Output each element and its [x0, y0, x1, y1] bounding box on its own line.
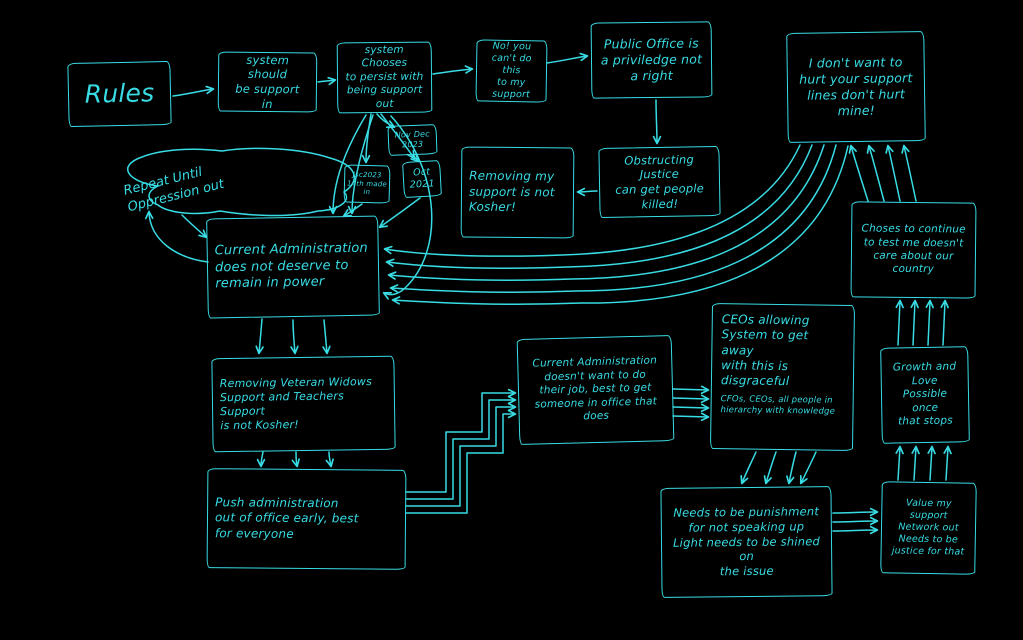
node-jsc[interactable]: Jsc2023 14th made in: [343, 164, 391, 204]
node-needs-punishment-label: Needs to be punishment for not speaking …: [672, 504, 821, 579]
node-system-should-label: system should be support in: [235, 52, 300, 111]
node-system-chooses[interactable]: system Chooses to persist with being sup…: [336, 41, 433, 114]
node-current-admin2-label: Current Administration doesn't want to d…: [532, 354, 658, 423]
node-dont-want[interactable]: I don't want to hurt your support lines …: [786, 31, 926, 143]
repeat-cloud-outline: [127, 147, 355, 217]
node-needs-punishment[interactable]: Needs to be punishment for not speaking …: [660, 486, 833, 598]
node-nov-dec-label: Nov Dec 2023: [394, 129, 430, 150]
node-no-cant-label: No! you can't do this to my support: [491, 40, 532, 101]
arrow-veteran-down-3: [325, 451, 334, 468]
arrow-chooses-to-jsc: [361, 113, 372, 164]
arrow-jsc-to-current-admin: [342, 203, 363, 218]
arrow-value-up-1: [895, 445, 904, 481]
node-oct-label: Oct 2021: [409, 166, 436, 191]
arrow-zigzag-2: [405, 395, 517, 500]
node-nov-dec[interactable]: Nov Dec 2023: [387, 124, 438, 156]
arrow-punish-right-2: [832, 516, 879, 526]
node-growth-love[interactable]: Growth and Love Possible once that stops: [880, 346, 970, 444]
arrow-admin-down-1: [255, 318, 264, 355]
node-ceos-label: CEOs allowing System to get away with th…: [720, 312, 810, 389]
arrow-bundle-4: [389, 144, 837, 293]
node-public-office-label: Public Office is a priviledge not a righ…: [600, 35, 703, 84]
arrow-obstructing-to-removing-support: [576, 187, 598, 197]
arrow-ceos-down-4: [799, 451, 817, 485]
node-current-admin[interactable]: Current Administration does not deserve …: [206, 215, 380, 319]
arrow-chooses-to-current-admin-2: [347, 114, 374, 215]
node-obstructing[interactable]: Obstructing Justice can get people kille…: [598, 145, 721, 219]
node-value-support-label: Value my support Network out Needs to be…: [891, 497, 965, 558]
arrow-novdec-to-oct: [410, 153, 420, 163]
arrow-veteran-down-1: [256, 451, 266, 468]
arrow-growth-up-2: [910, 299, 919, 346]
arrow-current-admin-to-cloud: [144, 210, 209, 263]
node-current-admin-label: Current Administration does not deserve …: [214, 240, 369, 292]
node-system-chooses-label: system Chooses to persist with being sup…: [345, 43, 424, 110]
arrow-chooses-to-novdec: [376, 113, 396, 129]
node-dont-want-label: I don't want to hurt your support lines …: [799, 54, 913, 119]
arrow-zigzag-4: [405, 409, 517, 514]
arrow-choses-up-1: [848, 144, 869, 202]
arrow-value-up-2: [911, 445, 920, 481]
arrow-choses-up-3: [885, 144, 901, 202]
arrow-bundle-5: [391, 145, 849, 305]
node-jsc-label: Jsc2023 14th made in: [346, 170, 388, 197]
arrow-value-up-4: [943, 445, 952, 481]
node-value-support[interactable]: Value my support Network out Needs to be…: [880, 481, 977, 575]
arrow-bundle-3: [387, 144, 825, 281]
arrow-admin-down-3: [322, 319, 331, 355]
arrow-chooses-to-current-admin-1: [328, 114, 367, 215]
arrow-chooses-to-no-cant: [432, 65, 474, 75]
arrow-admin2-ceos-3: [672, 403, 710, 413]
arrow-growth-up-3: [925, 299, 934, 346]
arrow-punish-right-3: [832, 525, 879, 535]
arrow-ceos-down-3: [786, 451, 797, 485]
arrow-no-cant-to-public-office: [546, 52, 589, 64]
node-choses-continue-label: Choses to continue to test me doesn't ca…: [861, 222, 966, 276]
arrow-ceos-down-2: [763, 451, 777, 485]
arrow-admin2-ceos-4: [672, 412, 710, 422]
arrow-oct-to-current-admin: [378, 197, 421, 229]
arrow-admin2-ceos-2: [672, 394, 710, 404]
arrow-bundle-2: [385, 144, 813, 269]
arrow-public-office-to-obstructing: [652, 99, 662, 145]
arrow-punish-right-1: [832, 507, 879, 517]
arrow-bundle-1: [383, 144, 801, 257]
node-rules-label: Rules: [84, 78, 155, 109]
node-obstructing-label: Obstructing Justice can get people kille…: [615, 151, 705, 212]
node-oct[interactable]: Oct 2021: [402, 160, 442, 198]
node-rules[interactable]: Rules: [67, 60, 172, 128]
node-no-cant[interactable]: No! you can't do this to my support: [475, 39, 548, 103]
node-public-office[interactable]: Public Office is a priviledge not a righ…: [590, 21, 713, 99]
node-system-should[interactable]: system should be support in: [217, 51, 318, 113]
node-ceos-sublabel: CFOs, CEOs, all people in hierarchy with…: [720, 393, 836, 417]
arrow-growth-up-4: [940, 299, 949, 346]
arrow-zigzag-3: [405, 402, 517, 507]
node-push-admin[interactable]: Push administration out of office early,…: [206, 468, 407, 570]
node-ceos[interactable]: CEOs allowing System to get away with th…: [709, 303, 856, 451]
arrow-value-up-3: [927, 445, 936, 481]
node-removing-support[interactable]: Removing my support is not Kosher!: [460, 146, 575, 239]
node-push-admin-label: Push administration out of office early,…: [214, 495, 359, 541]
arrow-ceos-down-1: [740, 451, 757, 485]
arrow-growth-up-1: [895, 299, 904, 346]
node-removing-veteran-label: Removing Veteran Widows Support and Teac…: [219, 374, 373, 433]
arrow-system-should-to-chooses: [317, 76, 337, 86]
arrow-veteran-down-2: [291, 451, 300, 468]
node-removing-support-label: Removing my support is not Kosher!: [468, 169, 555, 215]
node-current-admin2[interactable]: Current Administration doesn't want to d…: [516, 334, 675, 446]
node-choses-continue[interactable]: Choses to continue to test me doesn't ca…: [850, 201, 977, 299]
arrow-zigzag-1: [405, 388, 517, 493]
arrow-choses-up-2: [866, 144, 885, 202]
arrow-rules-to-system-should: [172, 85, 215, 97]
node-removing-veteran[interactable]: Removing Veteran Widows Support and Teac…: [211, 355, 396, 453]
arrow-admin2-ceos-1: [672, 385, 710, 395]
arrow-choses-up-4: [901, 144, 917, 202]
arrow-cloud-to-current-admin: [181, 214, 208, 239]
node-growth-love-label: Growth and Love Possible once that stops: [892, 360, 957, 428]
arrow-admin-down-2: [290, 319, 299, 355]
